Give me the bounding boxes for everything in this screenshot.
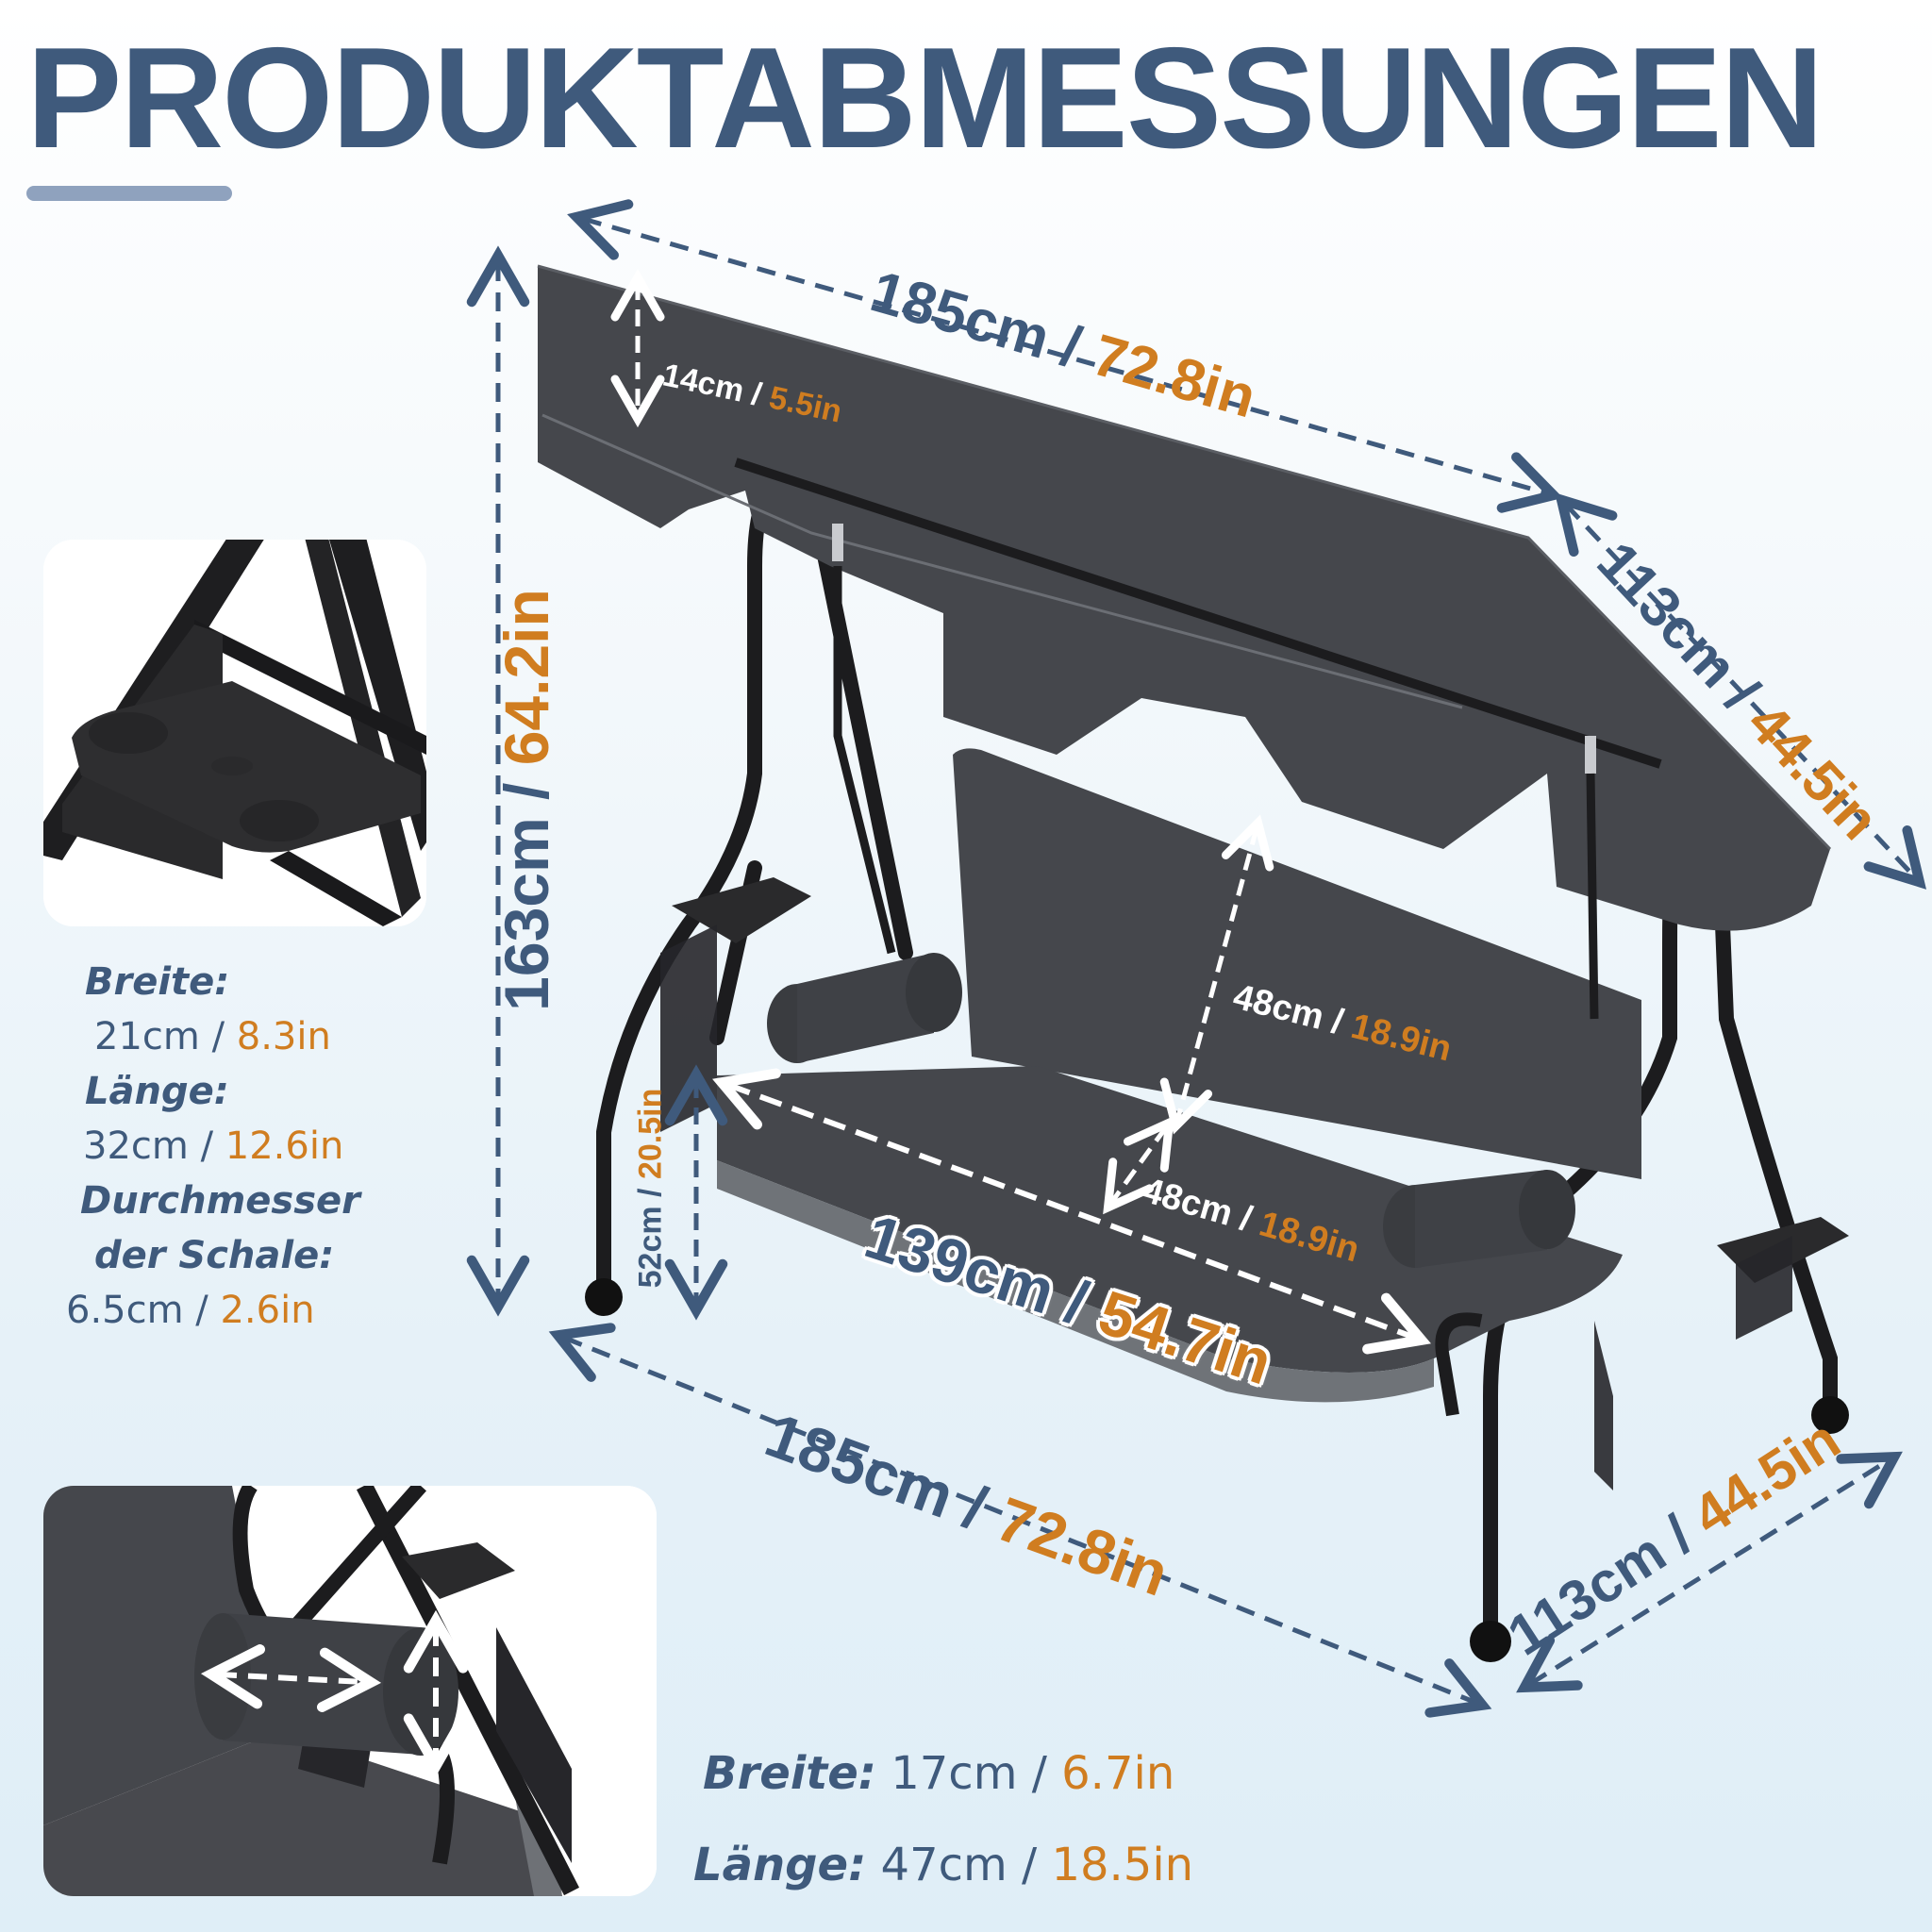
bolster-pillow xyxy=(194,1613,458,1756)
cup-holder xyxy=(89,712,168,754)
foot xyxy=(585,1278,623,1316)
label-total-height: 163cm / 64.2in xyxy=(491,589,561,1011)
label-seat-height: 52cm / 20.5in xyxy=(632,1088,669,1289)
dimension-line-canopy-length xyxy=(567,199,1563,513)
spring xyxy=(832,524,843,561)
bolster-pillow-left xyxy=(767,953,962,1063)
detail-panel-pillow xyxy=(43,1486,657,1896)
dimension-line-base-depth xyxy=(1516,1451,1903,1693)
dimension-line-canopy-depth xyxy=(1554,492,1927,890)
detail-panel-side-tray xyxy=(43,540,426,926)
spring xyxy=(1585,736,1596,774)
page-title: PRODUKTABMESSUNGEN xyxy=(26,18,1824,178)
pillow-specs: Breite: 17cm / 6.7in Länge: 47cm / 18.5i… xyxy=(693,1747,1194,1891)
dimension-line-seat-width xyxy=(712,1068,1431,1355)
cup-holder xyxy=(240,800,319,841)
title-underline xyxy=(26,186,232,201)
side-tray-left xyxy=(672,877,811,943)
pillow-detail-image xyxy=(43,1486,657,1896)
dimension-line-base-length xyxy=(548,1323,1492,1718)
tray-specs: Breite: 21cm / 8.3in Länge: 32cm / 12.6i… xyxy=(66,960,360,1332)
side-tray-detail-image xyxy=(43,540,426,926)
foot xyxy=(1811,1396,1849,1434)
